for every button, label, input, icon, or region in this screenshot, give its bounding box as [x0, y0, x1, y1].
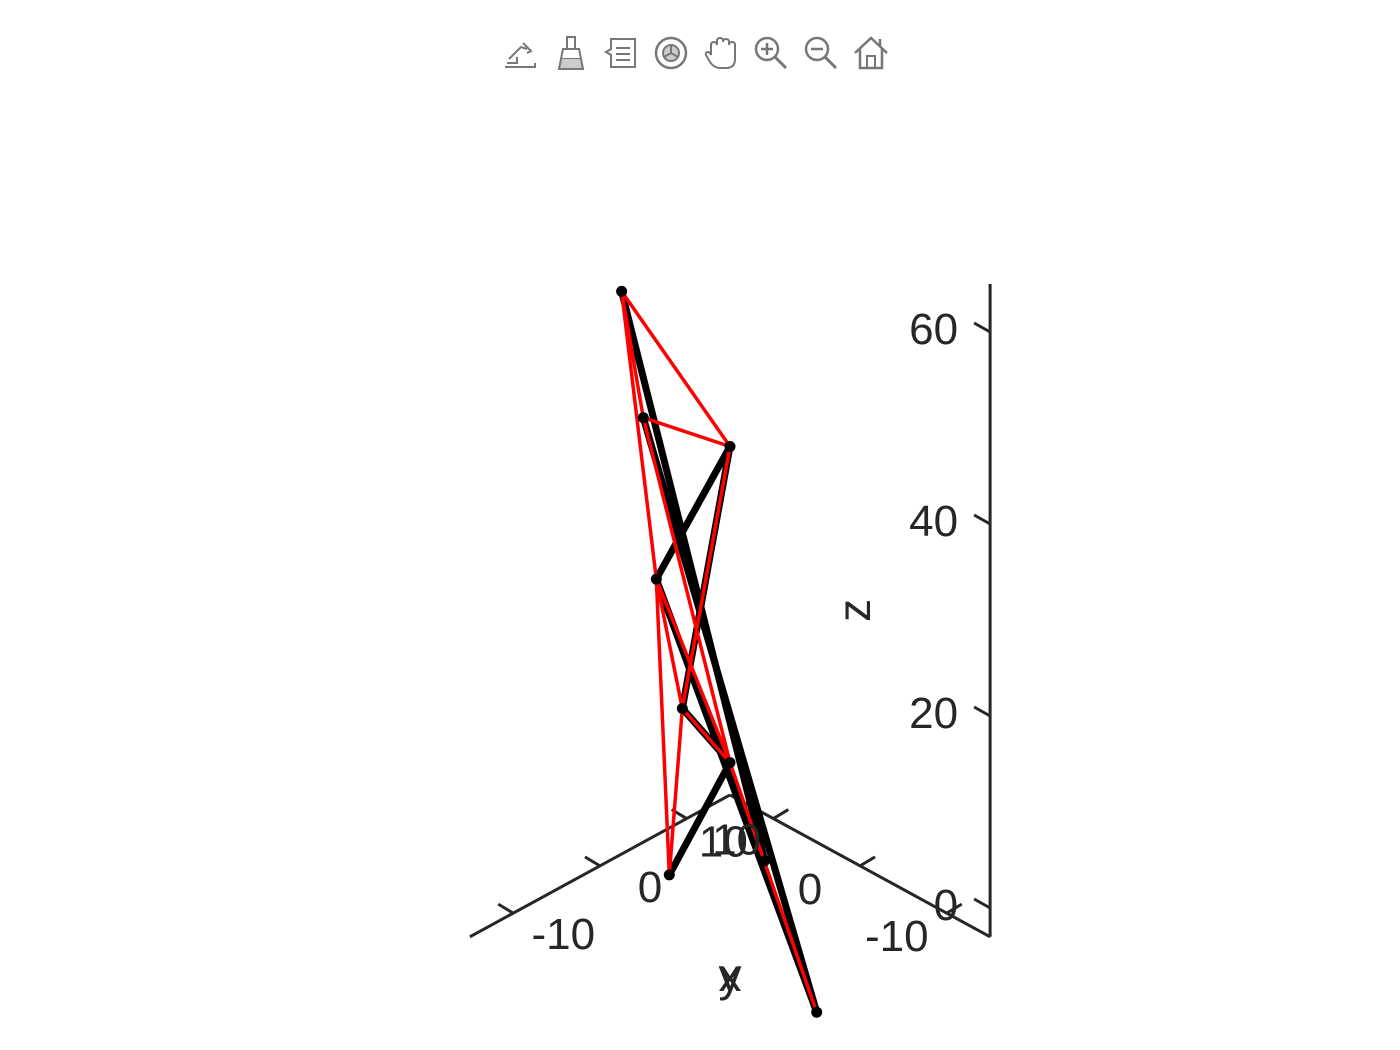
- export-button[interactable]: [496, 28, 546, 78]
- brush-icon: [557, 36, 585, 70]
- string-edge-3-6: [680, 444, 732, 711]
- z-tick: [973, 321, 991, 334]
- z-tick: [973, 705, 991, 718]
- edges-layer: [618, 287, 821, 1016]
- z-tick-label: 40: [909, 497, 958, 546]
- string-edge-4-5: [654, 577, 732, 765]
- string-edge-4-6: [654, 577, 685, 711]
- y-tick-label: -10: [865, 912, 929, 961]
- node-3: [724, 441, 736, 452]
- string-edge-1-4: [619, 289, 659, 581]
- node-6: [676, 702, 688, 714]
- node-5: [724, 757, 736, 769]
- node-2: [637, 412, 649, 424]
- z-tick-label: 60: [909, 305, 958, 354]
- zoom-in-button[interactable]: [746, 28, 796, 78]
- zoom-out-button[interactable]: [796, 28, 846, 78]
- x-tick: [497, 902, 515, 915]
- string-edge-5-9: [728, 760, 819, 1014]
- brush-button[interactable]: [546, 28, 596, 78]
- zoom-out-icon: [804, 36, 838, 70]
- string-edge-2-3: [641, 415, 732, 449]
- string-edge-6-7: [667, 706, 685, 877]
- y-axis-label: y: [719, 949, 742, 1001]
- x-tick-label: -10: [531, 910, 595, 959]
- y-tick: [859, 855, 876, 868]
- home-icon: [854, 36, 888, 70]
- string-edge-6-5: [680, 706, 732, 765]
- pan-icon: [704, 36, 736, 69]
- string-edge-2-5: [641, 415, 732, 765]
- y-tick: [772, 808, 790, 820]
- z-tick-label: 20: [909, 689, 958, 738]
- rotate-3d-icon: [654, 36, 688, 70]
- zoom-in-icon: [754, 36, 788, 70]
- z-tick-label: 0: [934, 881, 958, 930]
- node-8: [759, 855, 771, 867]
- x-axis-label: x: [718, 949, 741, 1001]
- rotate-button[interactable]: [646, 28, 696, 78]
- node-7: [663, 869, 675, 881]
- node-1: [616, 285, 628, 297]
- bar-edge-3-4: [652, 443, 734, 583]
- axes-layer: [469, 284, 992, 939]
- y-tick-label: 0: [798, 865, 822, 914]
- datatip-button[interactable]: [596, 28, 646, 78]
- z-tick: [973, 897, 991, 910]
- y-tick: [945, 902, 963, 915]
- axes-toolbar: [496, 28, 896, 78]
- bar-edge-1-8: [618, 287, 769, 865]
- string-edge-4-7: [654, 577, 672, 877]
- home-button[interactable]: [846, 28, 896, 78]
- x-tick: [584, 855, 601, 868]
- x-tick-label: 10: [712, 816, 761, 865]
- nodes-layer: [616, 285, 823, 1018]
- pan-button[interactable]: [696, 28, 746, 78]
- bar-edge-5-7: [665, 759, 734, 879]
- export-icon: [505, 42, 536, 68]
- x-tick-label: 0: [638, 863, 662, 912]
- bar-edge-2-9: [639, 414, 821, 1016]
- string-edge-1-3: [619, 289, 732, 449]
- z-axis-label: z: [828, 599, 880, 622]
- node-9: [811, 1006, 823, 1018]
- y-tick-label: 10: [699, 818, 748, 867]
- z-tick: [973, 513, 991, 526]
- datatip-icon: [604, 38, 636, 68]
- node-4: [650, 573, 662, 585]
